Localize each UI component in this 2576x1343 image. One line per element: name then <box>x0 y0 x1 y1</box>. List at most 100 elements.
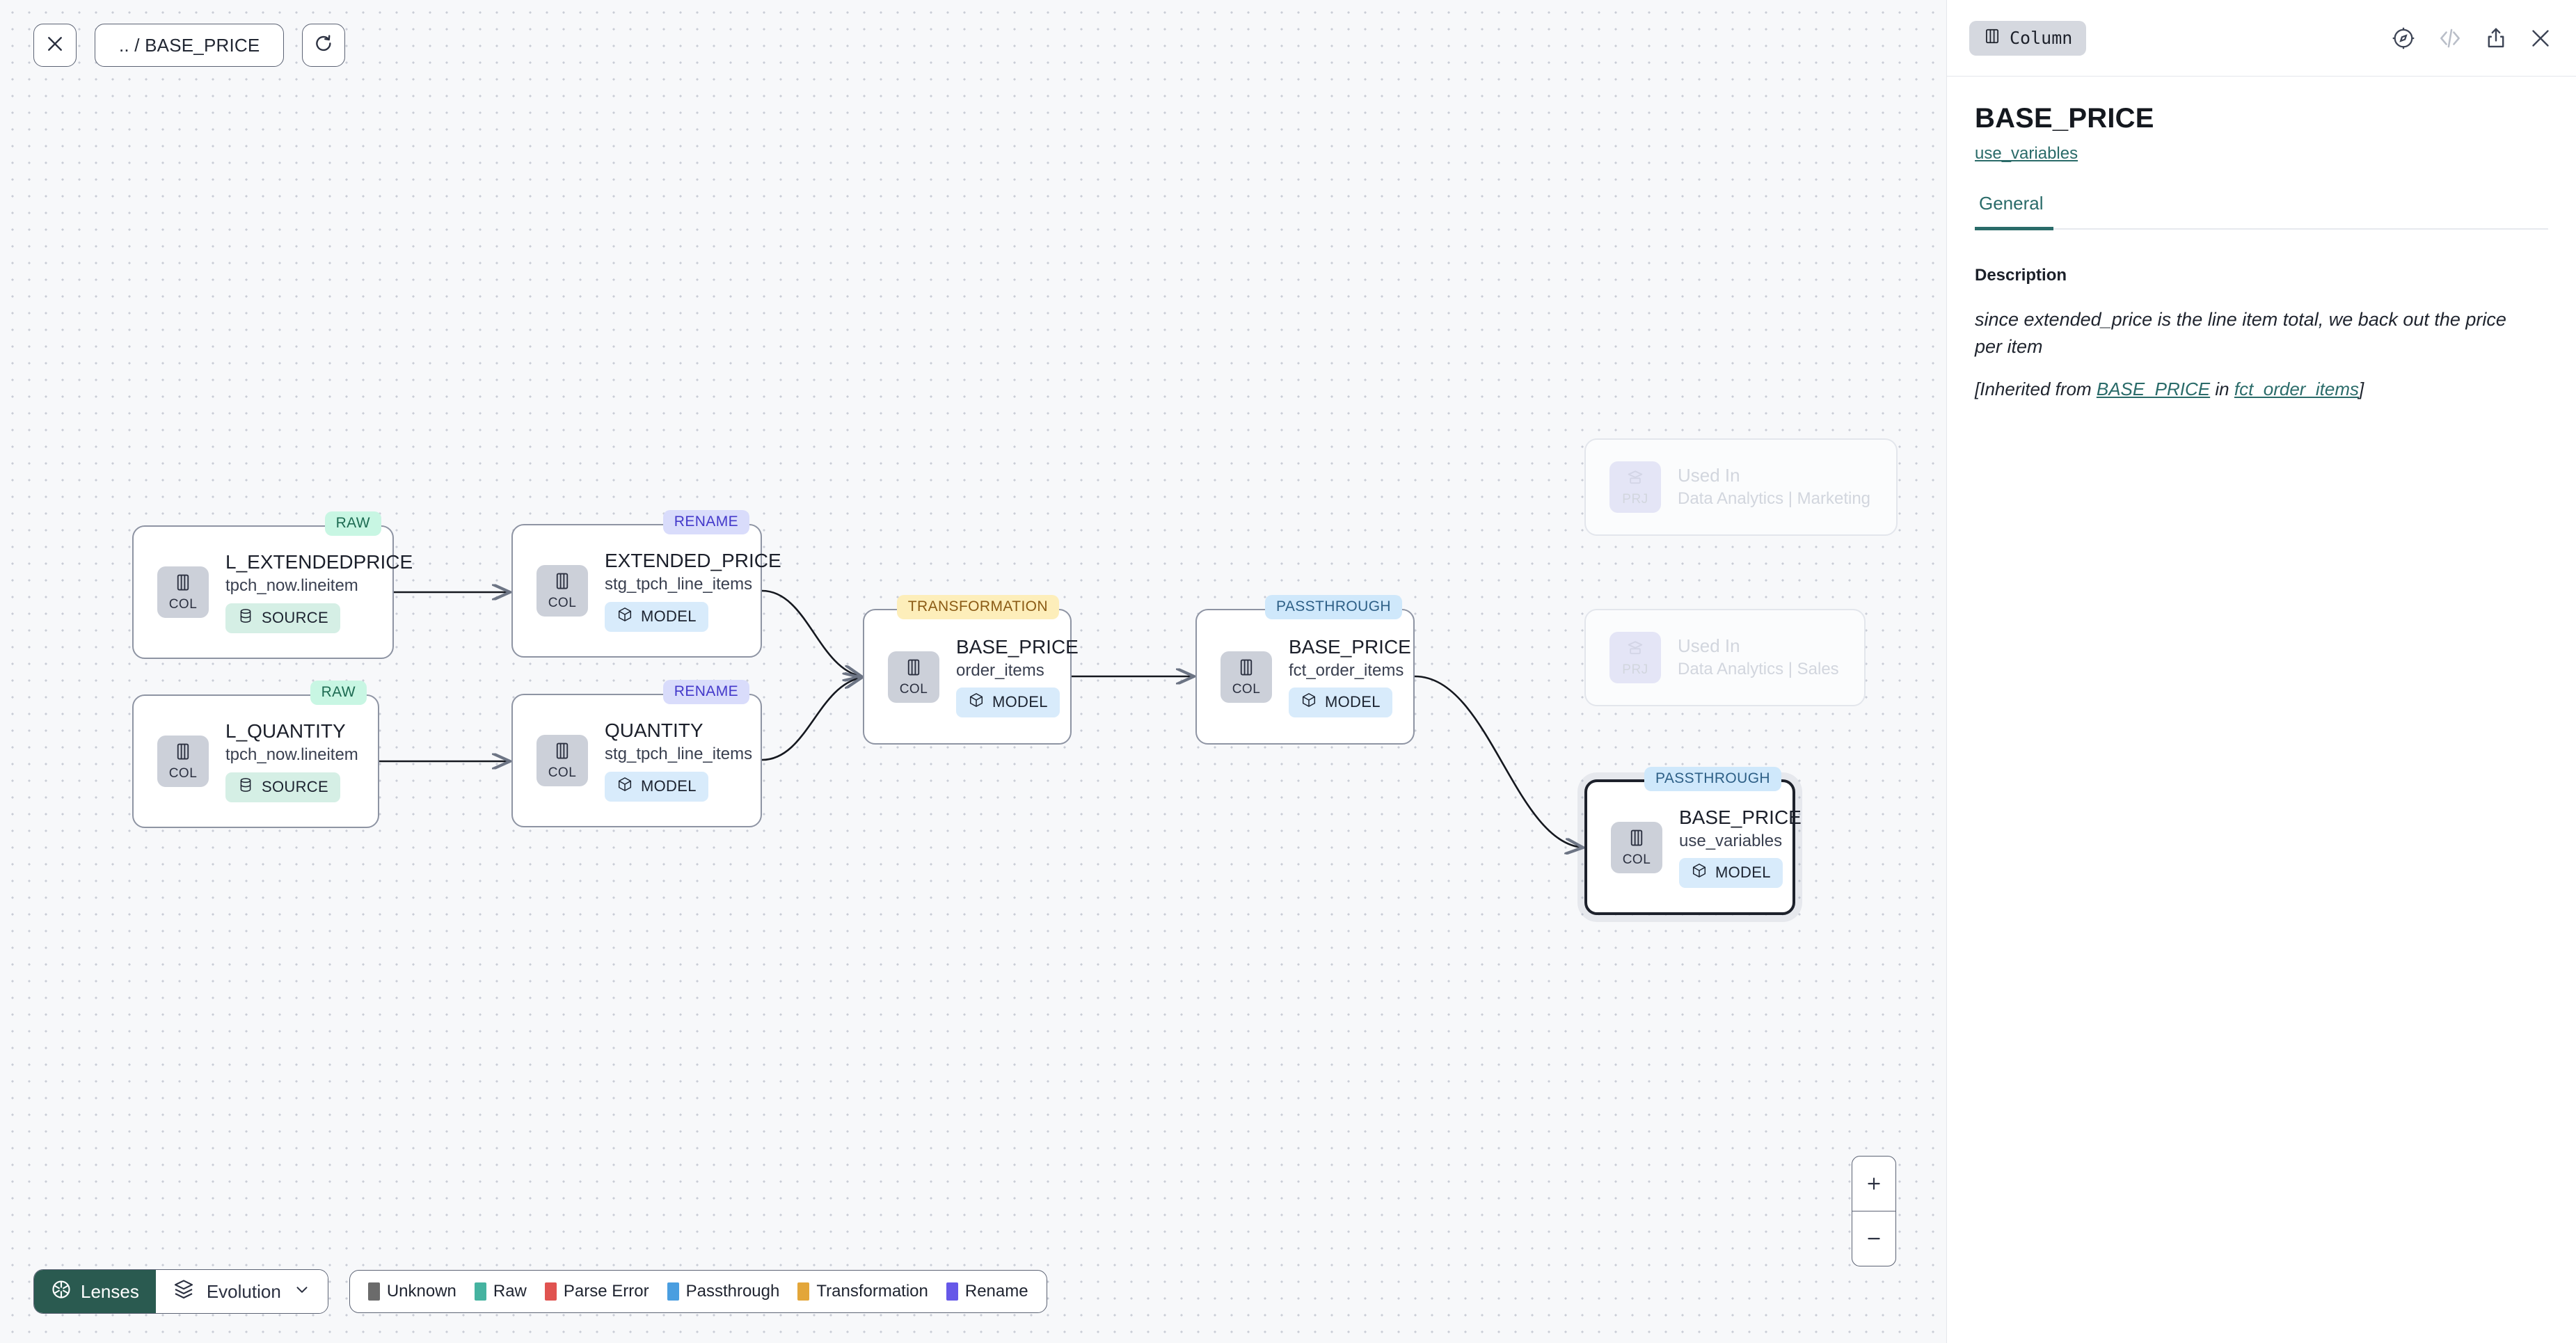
inherited-suffix: ] <box>2359 378 2364 399</box>
node-title: BASE_PRICE <box>1679 806 1802 828</box>
legend-item: Raw <box>474 1282 527 1301</box>
legend-item: Transformation <box>797 1282 928 1301</box>
node-kind-badge: SOURCE <box>225 603 340 633</box>
node-title: L_QUANTITY <box>225 720 346 742</box>
node-type-badge: COL <box>536 735 588 786</box>
bottom-toolbar: Lenses Evolution <box>33 1269 1047 1314</box>
node-type-badge: COL <box>1611 821 1662 873</box>
parent-model-link[interactable]: use_variables <box>1975 144 2078 163</box>
node-subtitle: Data Analytics | Sales <box>1678 660 1839 679</box>
node-tag: RAW <box>324 511 381 536</box>
node-kind-label: MODEL <box>1715 864 1771 882</box>
node-type-badge: PRJ <box>1609 461 1661 513</box>
refresh-button[interactable] <box>302 24 346 67</box>
node-type-label: COL <box>168 597 198 612</box>
lenses-label: Lenses <box>81 1280 139 1302</box>
evolution-label: Evolution <box>206 1280 281 1302</box>
tab-general[interactable]: General <box>1975 193 2053 230</box>
description-label: Description <box>1975 265 2067 285</box>
node-tag: RENAME <box>662 680 749 704</box>
legend-swatch <box>667 1282 679 1301</box>
canvas-toolbar: .. / BASE_PRICE <box>33 24 346 67</box>
node-type-badge: COL <box>536 565 588 617</box>
evolution-dropdown[interactable]: Evolution <box>155 1270 328 1313</box>
node-type-badge: COL <box>157 566 209 618</box>
node-kind-label: MODEL <box>641 777 697 795</box>
node-type-label: COL <box>1622 852 1651 867</box>
zoom-in-button[interactable] <box>1852 1157 1895 1211</box>
node-subtitle: stg_tpch_line_items <box>605 575 753 594</box>
legend: Unknown Raw Parse Error Passthrough Transfor… <box>349 1270 1047 1313</box>
cube-icon <box>1301 692 1317 713</box>
lineage-node[interactable]: RENAME COL EXTENDED_PRICE stg_tpch_line_ite… <box>511 510 781 658</box>
column-icon <box>903 657 924 681</box>
legend-label: Unknown <box>386 1282 456 1301</box>
legend-label: Parse Error <box>563 1282 649 1301</box>
cube-icon <box>1691 862 1708 883</box>
cube-icon <box>617 606 633 627</box>
lenses-button[interactable]: Lenses <box>34 1270 156 1313</box>
node-kind-badge: MODEL <box>1289 688 1392 718</box>
node-kind-label: SOURCE <box>262 777 328 795</box>
node-kind-badge: MODEL <box>1679 858 1783 889</box>
layers-icon <box>173 1278 195 1305</box>
legend-label: Passthrough <box>685 1282 780 1301</box>
code-icon[interactable] <box>2437 25 2463 51</box>
node-title: BASE_PRICE <box>1289 635 1411 658</box>
legend-item: Passthrough <box>667 1282 780 1301</box>
breadcrumb[interactable]: .. / BASE_PRICE <box>95 24 285 67</box>
node-kind-label: MODEL <box>992 693 1048 711</box>
node-subtitle: stg_tpch_line_items <box>605 745 753 764</box>
close-button[interactable] <box>33 24 77 67</box>
panel-tabs: General <box>1975 193 2548 230</box>
close-icon[interactable] <box>2529 26 2552 50</box>
page-title: BASE_PRICE <box>1975 103 2154 134</box>
cube-icon <box>968 692 985 713</box>
zoom-controls <box>1852 1156 1896 1266</box>
legend-label: Rename <box>964 1282 1028 1301</box>
lens-group: Lenses Evolution <box>33 1269 328 1314</box>
description-text: since extended_price is the line item to… <box>1975 308 2506 357</box>
share-icon[interactable] <box>2484 26 2508 50</box>
inherited-model-link[interactable]: fct_order_items <box>2234 378 2360 399</box>
node-kind-badge: MODEL <box>605 771 708 802</box>
chevron-down-icon <box>293 1280 311 1303</box>
database-icon <box>237 777 254 797</box>
node-tag: RAW <box>310 681 367 705</box>
compass-icon[interactable] <box>2391 26 2416 51</box>
node-subtitle: order_items <box>956 660 1044 680</box>
legend-item: Unknown <box>367 1282 456 1301</box>
column-icon <box>173 572 193 596</box>
node-subtitle: use_variables <box>1679 831 1783 850</box>
node-subtitle: fct_order_items <box>1289 660 1404 680</box>
column-icon <box>1236 657 1257 681</box>
zoom-out-button[interactable] <box>1852 1211 1895 1266</box>
column-icon <box>1626 827 1647 852</box>
node-title: EXTENDED_PRICE <box>605 550 781 572</box>
node-tag: RENAME <box>662 510 749 534</box>
inherited-middle: in <box>2210 378 2234 399</box>
node-kind-label: SOURCE <box>262 608 328 626</box>
breadcrumb-label: .. / BASE_PRICE <box>119 34 260 56</box>
column-type-chip: Column <box>1969 20 2087 56</box>
panel-header: Column <box>1947 0 2576 77</box>
inherited-column-link[interactable]: BASE_PRICE <box>2096 378 2211 399</box>
node-type-badge: PRJ <box>1609 632 1661 683</box>
column-chip-label: Column <box>2010 28 2073 48</box>
node-type-badge: COL <box>157 736 209 787</box>
